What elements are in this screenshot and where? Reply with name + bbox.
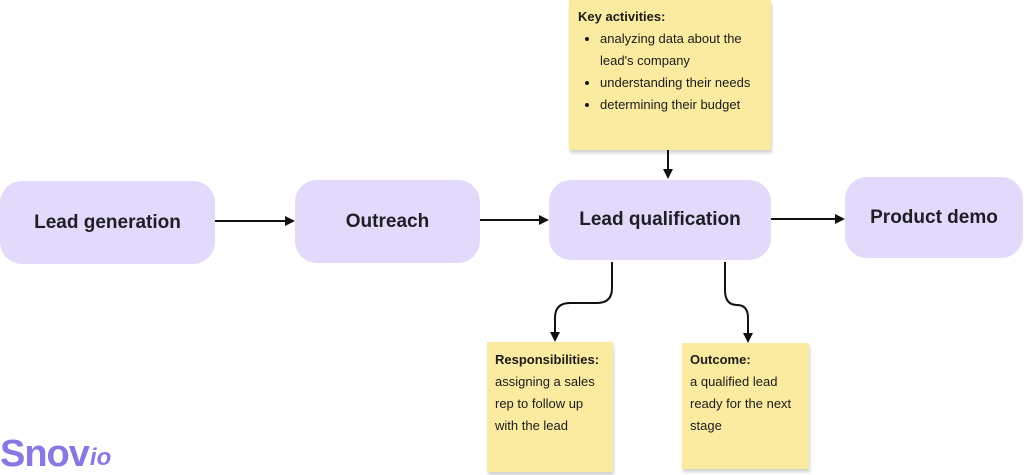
stage-lead-qualification: Lead qualification xyxy=(549,180,771,260)
arrow-qualification-to-outcome xyxy=(724,262,753,343)
note-key-activities: Key activities: analyzing data about the… xyxy=(569,0,771,150)
note-responsibilities: Responsibilities: assigning a sales rep … xyxy=(487,342,613,472)
list-item: analyzing data about the lead's company xyxy=(600,28,761,72)
stage-label: Outreach xyxy=(345,210,430,232)
note-text: assigning a sales rep to follow up with … xyxy=(495,374,595,433)
stage-label: Lead qualification xyxy=(579,209,741,230)
list-item: determining their budget xyxy=(600,94,761,116)
note-text: a qualified lead ready for the next stag… xyxy=(690,374,792,433)
stage-label: Lead generation xyxy=(34,211,181,233)
logo-suffix: io xyxy=(89,444,112,471)
note-heading: Outcome: xyxy=(690,352,751,367)
stage-outreach: Outreach xyxy=(295,180,480,263)
list-item: understanding their needs xyxy=(600,72,761,94)
note-outcome: Outcome: a qualified lead ready for the … xyxy=(682,343,809,469)
note-heading: Responsibilities: xyxy=(495,352,600,367)
activity-list: analyzing data about the lead's company … xyxy=(578,28,761,116)
arrow-qualification-to-responsibilities xyxy=(550,262,613,342)
note-heading: Key activities: xyxy=(578,9,666,24)
stage-lead-generation: Lead generation xyxy=(0,181,215,264)
stage-product-demo: Product demo xyxy=(845,177,1023,258)
stage-label: Product demo xyxy=(870,206,998,228)
logo-main: Snov xyxy=(0,433,90,475)
